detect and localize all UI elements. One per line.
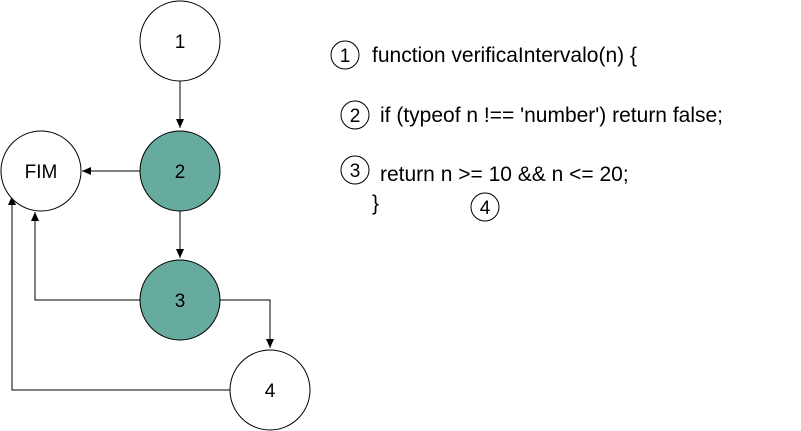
- code-line-3: 3 return n >= 10 && n <= 20;: [340, 155, 629, 186]
- code-marker-1-circle: [330, 40, 360, 70]
- flow-node-2: 2: [139, 130, 221, 212]
- flow-node-1-label: 1: [175, 32, 186, 53]
- code-line-2-text: if (typeof n !== 'number') return false;: [380, 104, 723, 127]
- edge-3-to-fim: [31, 212, 140, 301]
- code-marker-1-label: 1: [340, 46, 351, 67]
- flow-node-4: 4: [229, 349, 311, 431]
- code-line-3-text: return n >= 10 && n <= 20;: [380, 163, 629, 186]
- flow-node-2-label: 2: [175, 162, 186, 183]
- edge-3-to-4: [220, 299, 274, 348]
- code-marker-2-label: 2: [350, 106, 361, 127]
- flow-node-fim-circle: [0, 130, 82, 212]
- code-line-1-text: function verificaIntervalo(n) {: [372, 44, 637, 67]
- code-end-marker-circle: [470, 192, 500, 222]
- code-marker-2-circle: [340, 100, 370, 130]
- code-listing: 1 function verificaIntervalo(n) { 2 if (…: [330, 40, 723, 222]
- flow-node-fim: FIM: [0, 130, 82, 212]
- edges: [7, 81, 274, 391]
- flow-node-2-circle: [139, 130, 221, 212]
- flow-node-3: 3: [139, 259, 221, 341]
- code-line-1: 1 function verificaIntervalo(n) {: [330, 40, 637, 70]
- flow-node-1: 1: [139, 0, 221, 82]
- code-line-2: 2 if (typeof n !== 'number') return fals…: [340, 100, 723, 130]
- flow-node-fim-label: FIM: [25, 162, 58, 183]
- code-line-4-text: }: [372, 192, 379, 215]
- code-marker-3-circle: [340, 155, 370, 185]
- flow-node-3-label: 3: [175, 291, 186, 312]
- flow-node-3-circle: [139, 259, 221, 341]
- code-line-4: } 4: [372, 192, 500, 222]
- flow-node-4-circle: [229, 349, 311, 431]
- code-end-marker-label: 4: [480, 198, 491, 219]
- flow-node-4-label: 4: [265, 381, 276, 402]
- edge-4-to-fim: [7, 196, 230, 391]
- flow-node-1-circle: [139, 0, 221, 82]
- code-marker-3-label: 3: [350, 161, 361, 182]
